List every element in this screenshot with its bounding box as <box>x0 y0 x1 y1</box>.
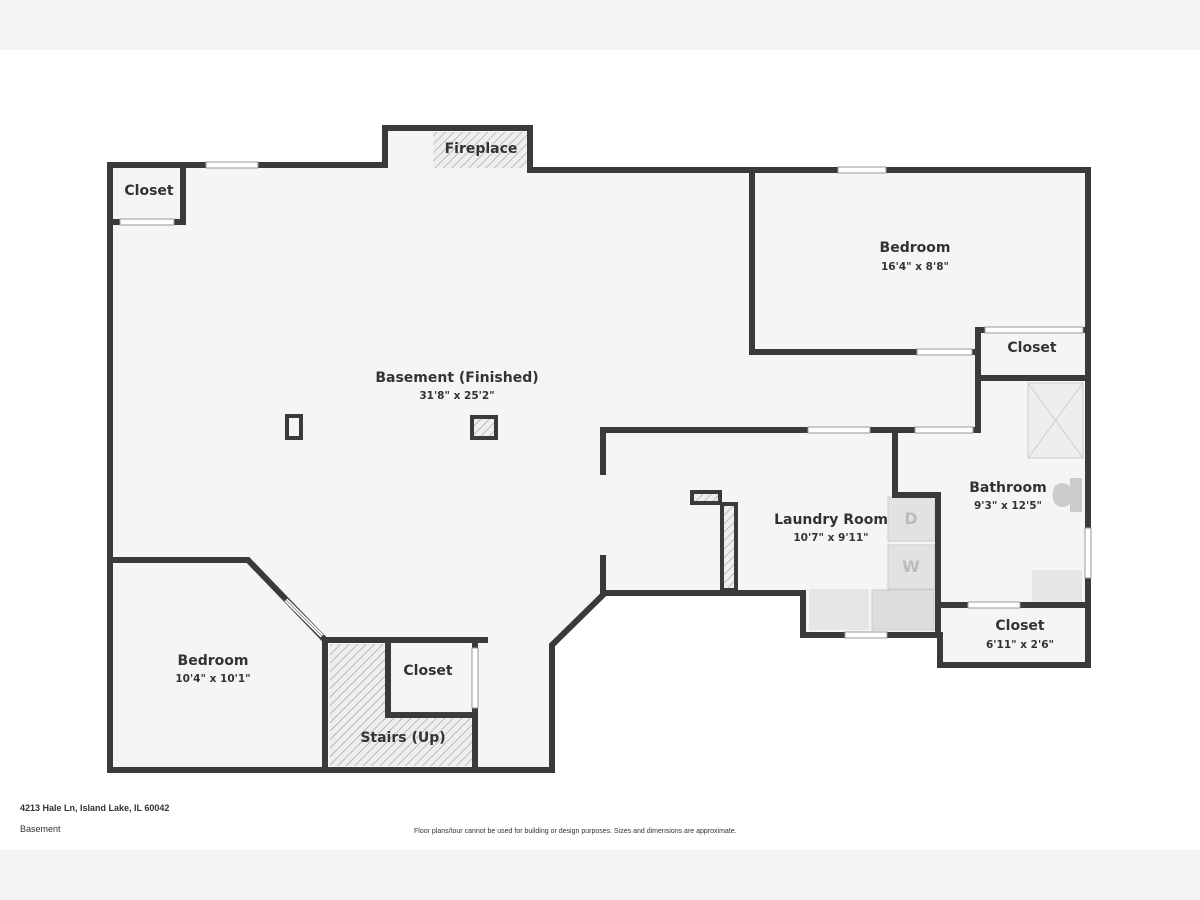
bath-sink <box>1032 570 1082 603</box>
room-label-stairs: Stairs (Up) <box>360 730 445 746</box>
room-label-fireplace: Fireplace <box>445 141 518 157</box>
column <box>470 415 498 440</box>
room-dimensions: 10'4" x 10'1" <box>175 673 250 685</box>
washer-label: W <box>902 557 920 576</box>
room-dimensions: 16'4" x 8'8" <box>881 261 949 273</box>
washer <box>887 544 936 590</box>
floor-area <box>110 128 1088 770</box>
chimney <box>690 490 722 505</box>
toilet <box>1052 478 1082 512</box>
level-name: Basement <box>20 824 61 834</box>
partition <box>720 502 738 592</box>
room-dimensions: 10'7" x 9'11" <box>793 532 868 544</box>
laundry-sink <box>871 589 935 631</box>
dryer-label: D <box>904 509 917 528</box>
room-label-bedroom: Bedroom <box>178 653 249 669</box>
floor-plan-sheet: Fireplace Closet Bedroom 16'4" x 8'8" Cl… <box>0 50 1200 850</box>
exterior-wall <box>107 125 1091 773</box>
address: 4213 Hale Ln, Island Lake, IL 60042 <box>20 803 170 813</box>
room-label-bedroom: Bedroom <box>880 240 951 256</box>
column <box>285 414 303 440</box>
disclaimer: Floor plans/tour cannot be used for buil… <box>414 828 737 835</box>
dryer <box>887 496 936 542</box>
room-dimensions: 6'11" x 2'6" <box>986 639 1054 651</box>
room-label-closet: Closet <box>124 183 174 199</box>
room-label-closet: Closet <box>1007 340 1057 356</box>
laundry-counter <box>809 589 869 630</box>
fireplace-hatch <box>433 132 527 168</box>
room-label-bathroom: Bathroom <box>969 480 1047 496</box>
room-label-closet: Closet <box>403 663 453 679</box>
room-label-basement: Basement (Finished) <box>375 370 538 386</box>
room-dimensions: 31'8" x 25'2" <box>419 390 494 402</box>
room-label-closet: Closet <box>995 618 1045 634</box>
room-label-laundry: Laundry Room <box>774 512 888 528</box>
floor-plan: Fireplace Closet Bedroom 16'4" x 8'8" Cl… <box>107 125 1092 773</box>
room-dimensions: 9'3" x 12'5" <box>974 500 1042 512</box>
